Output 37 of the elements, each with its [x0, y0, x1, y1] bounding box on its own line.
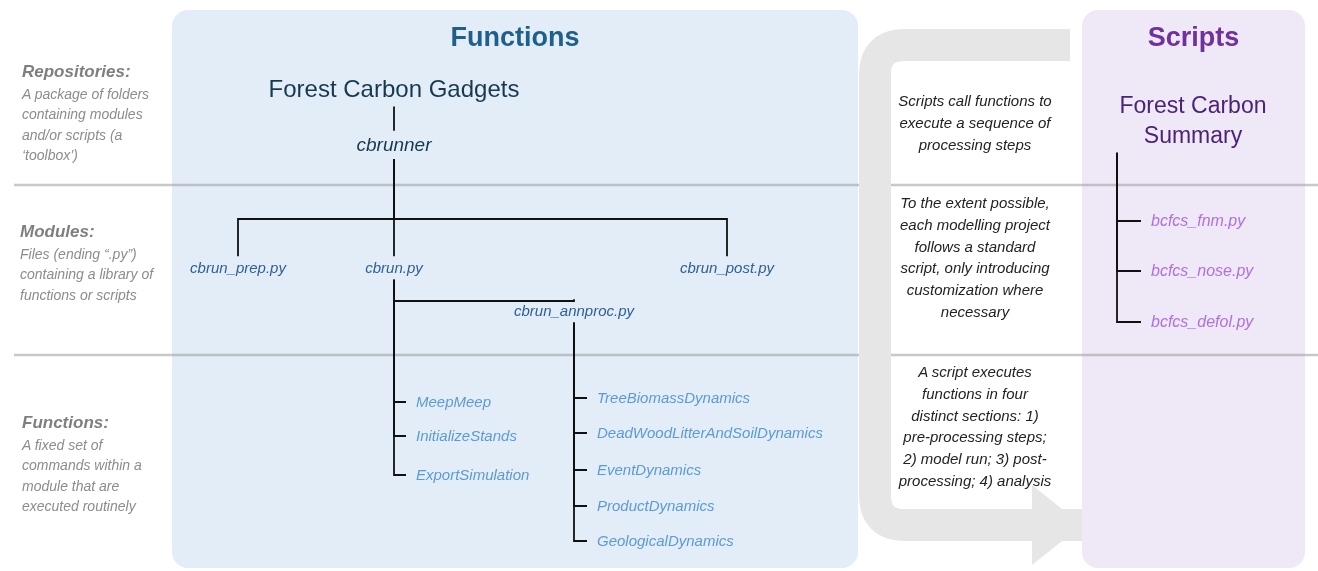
row-heading: Repositories:: [22, 61, 132, 83]
script-file-name: bcfcs_fnm.py: [1151, 210, 1246, 232]
script-file-name: bcfcs_nose.py: [1151, 260, 1254, 282]
script-name: Forest Carbon Summary: [1103, 91, 1283, 151]
note-text: To the extent possible, each modelling project follows a standard script, only introducing customization where necessary: [898, 193, 1052, 322]
script-file-name: bcfcs_defol.py: [1151, 311, 1254, 333]
row-description: Files (ending “.py”) containing a library of functions or scripts: [20, 245, 156, 305]
function-name: ExportSimulation: [416, 465, 530, 485]
panel-title: Functions: [449, 22, 581, 53]
module-name: cbrun_prep.py: [190, 258, 286, 278]
panel-title: Scripts: [1146, 22, 1241, 53]
function-name: GeologicalDynamics: [597, 531, 734, 551]
function-name: EventDynamics: [597, 460, 702, 480]
tree-line: [393, 158, 728, 258]
module-name: cbrun.py: [365, 258, 423, 278]
curved-arrow: [859, 29, 1082, 565]
note-text: Scripts call functions to execute a sequence of processing steps: [897, 91, 1053, 155]
panel: [1082, 10, 1305, 568]
row-heading: Functions:: [22, 412, 110, 434]
function-name: ProductDynamics: [597, 496, 715, 516]
row-description: A package of folders containing modules and/or scripts (a ‘toolbox’): [22, 85, 151, 165]
module-name: cbrun_post.py: [679, 258, 775, 278]
function-name: MeepMeep: [416, 392, 492, 412]
row-heading: Modules:: [20, 221, 96, 243]
function-name: TreeBiomassDynamics: [597, 388, 751, 408]
function-name: DeadWoodLitterAndSoilDynamics: [597, 423, 823, 443]
tree-line: [573, 321, 588, 542]
tree-line: [393, 105, 395, 132]
package-name: cbrunner: [356, 132, 432, 158]
repository-name: Forest Carbon Gadgets: [268, 73, 520, 105]
panel: [172, 10, 858, 568]
function-name: InitializeStands: [416, 426, 517, 446]
tree-line: [393, 278, 407, 476]
note-text: A script executes functions in four distinct sections: 1) pre-processing steps; 2) model run; 3) post-processing; 4) analysis: [897, 362, 1053, 491]
row-description: A fixed set of commands within a module that are executed routinely: [22, 436, 143, 516]
module-name: cbrun_annproc.py: [513, 301, 635, 321]
tree-line: [1116, 151, 1142, 323]
